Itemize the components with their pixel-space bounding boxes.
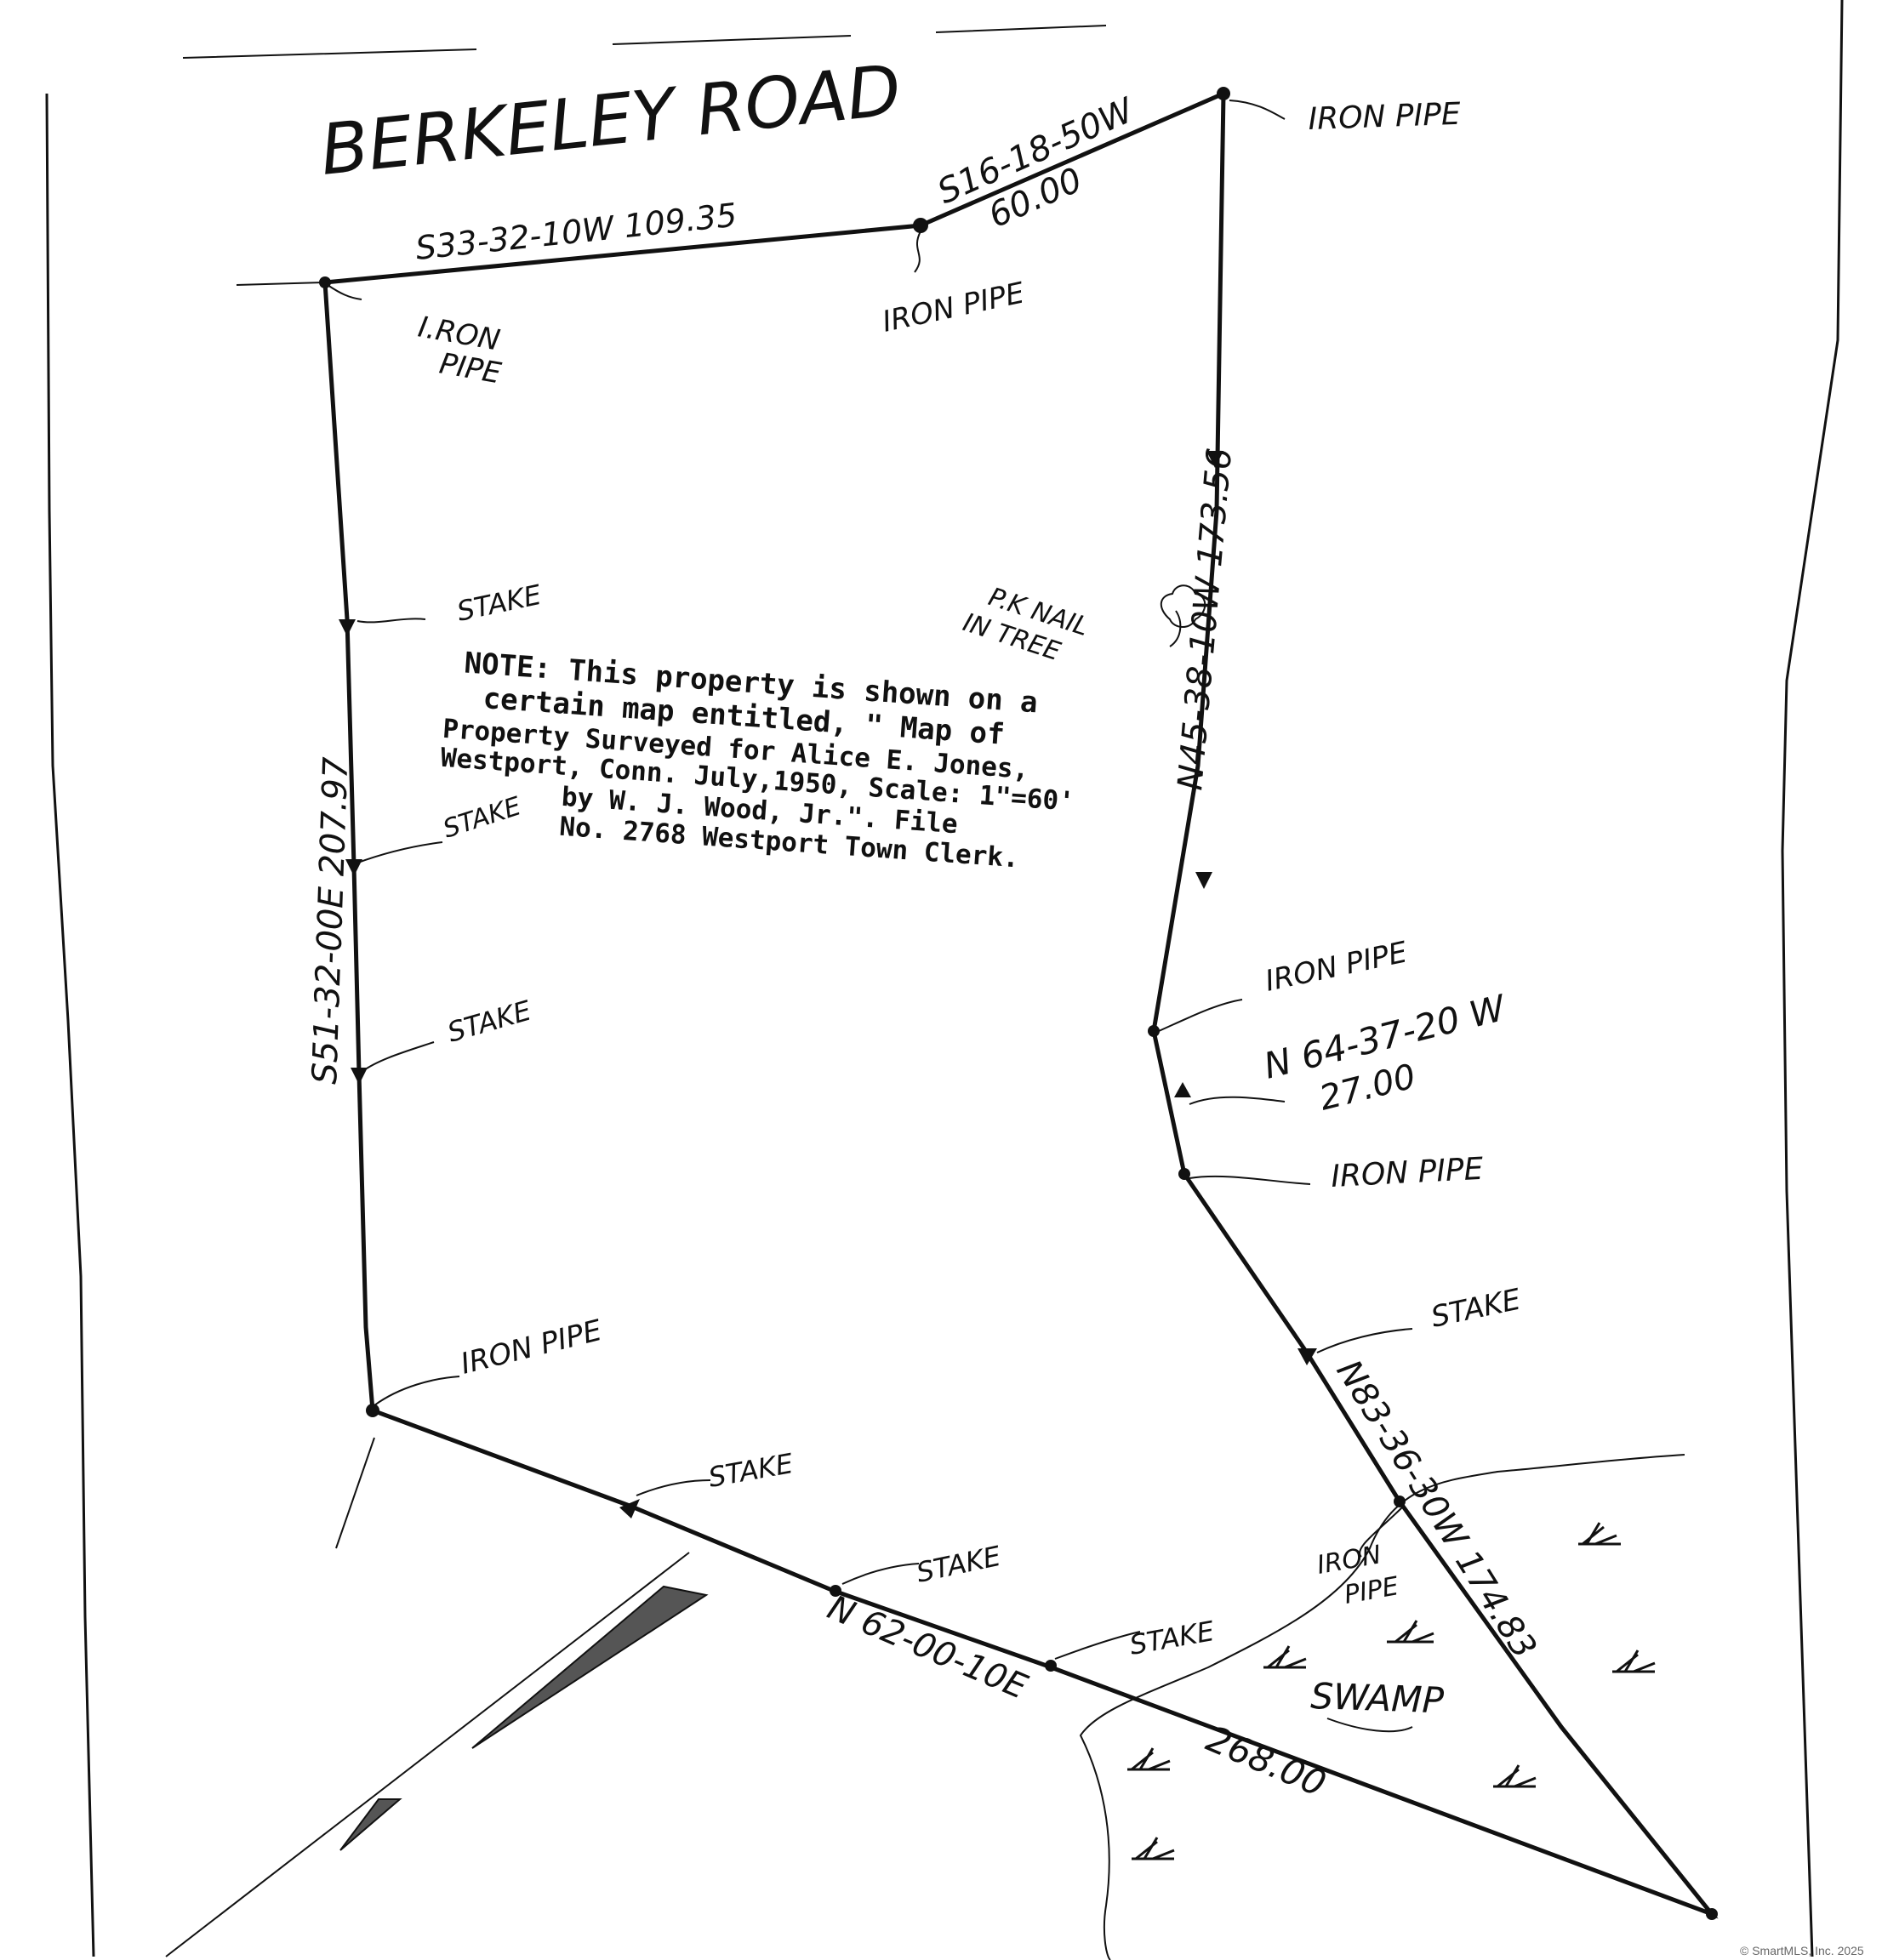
- label-stake-w1: STAKE: [454, 578, 545, 628]
- hatched-wedges: [165, 1437, 709, 1957]
- label-iron-pipe-ne: IRON PIPE: [1308, 97, 1462, 137]
- label-iron-pipe-road: IRON PIPE: [880, 276, 1028, 339]
- bearing-east-lower: N83-36-30W 174.83: [1329, 1353, 1544, 1666]
- label-swamp: SWAMP: [1310, 1675, 1446, 1721]
- label-stake-se1: STAKE: [1429, 1282, 1525, 1334]
- boundary-markers: [319, 87, 1718, 1920]
- swamp-outline: [1079, 1454, 1685, 1960]
- road-line: [236, 282, 324, 286]
- paper-edge-top: [182, 25, 1107, 59]
- tree-symbol: [1160, 584, 1206, 628]
- label-iron-pipe-sw: IRON PIPE: [458, 1313, 606, 1382]
- label-iron-pipe-east: IRON PIPE: [1263, 935, 1411, 998]
- label-iron-pipe-swamp-b: PIPE: [1342, 1571, 1400, 1610]
- label-stake-s3: STAKE: [1127, 1615, 1218, 1661]
- swamp-underline: [1326, 1718, 1413, 1733]
- label-stake-s1: STAKE: [706, 1447, 796, 1494]
- distance-south: 268.00: [1200, 1718, 1332, 1805]
- survey-note: NOTE: This property is shown on a certai…: [440, 646, 1075, 874]
- paper-edge-left: [45, 93, 95, 1957]
- label-stake-s2: STAKE: [914, 1540, 1004, 1589]
- copyright: © SmartMLS, Inc. 2025: [1740, 1944, 1864, 1957]
- leader-lines: [327, 100, 1413, 1660]
- property-boundary: [322, 90, 1719, 1919]
- swamp-inner-line: [1359, 1505, 1405, 1558]
- marsh-symbols: [1127, 1522, 1656, 1860]
- paper-edge-right: [1781, 0, 1844, 1957]
- bearing-west: S51-32-00E 207.97: [305, 756, 356, 1085]
- label-stake-w3: STAKE: [444, 994, 535, 1048]
- label-iron-pipe-jog: IRON PIPE: [1330, 1152, 1484, 1194]
- bearing-east-upper: N45-38-10W 173.56: [1171, 447, 1240, 792]
- road-name: BERKELEY ROAD: [317, 50, 904, 191]
- label-iron-pipe-swamp-a: IRON: [1315, 1540, 1383, 1581]
- label-stake-w2: STAKE: [440, 791, 525, 844]
